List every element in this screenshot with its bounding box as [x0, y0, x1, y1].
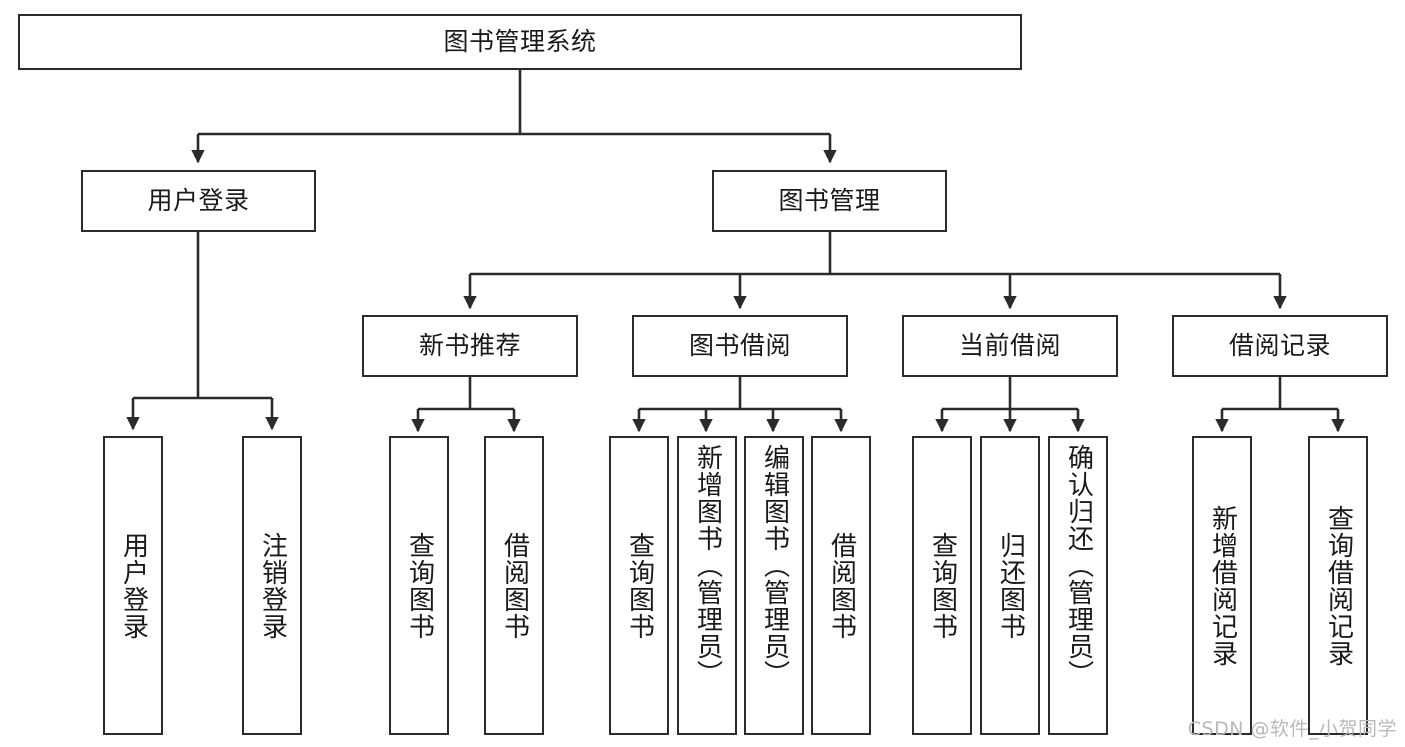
node-label: 确认归还（管理员）: [1063, 444, 1094, 687]
node-label: 当前借阅: [958, 331, 1061, 361]
node-label: 新增借阅记录: [1207, 504, 1238, 667]
leaf-query-book-borrow[interactable]: 查询图书: [609, 436, 669, 735]
node-label: 注销登录: [257, 531, 288, 640]
leaf-add-borrow-record[interactable]: 新增借阅记录: [1192, 436, 1252, 735]
leaf-user-login[interactable]: 用户登录: [103, 436, 163, 735]
node-label: 查询借阅记录: [1323, 504, 1354, 667]
node-label: 编辑图书（管理员）: [759, 444, 790, 687]
leaf-edit-book-admin[interactable]: 编辑图书（管理员）: [744, 436, 804, 735]
node-label: 新书推荐: [418, 331, 521, 361]
node-label: 借阅图书: [499, 531, 530, 640]
leaf-add-book-admin[interactable]: 新增图书（管理员）: [677, 436, 737, 735]
node-new-book-recommend[interactable]: 新书推荐: [362, 315, 578, 377]
node-label: 新增图书（管理员）: [692, 444, 723, 687]
node-label: 归还图书: [995, 531, 1026, 640]
leaf-return-book[interactable]: 归还图书: [980, 436, 1040, 735]
node-label: 借阅记录: [1228, 331, 1331, 361]
node-root-system[interactable]: 图书管理系统: [18, 14, 1022, 70]
node-book-management[interactable]: 图书管理: [712, 170, 947, 232]
node-label: 借阅图书: [826, 531, 857, 640]
node-label: 查询图书: [624, 531, 655, 640]
node-label: 用户登录: [118, 531, 149, 640]
leaf-confirm-return-admin[interactable]: 确认归还（管理员）: [1048, 436, 1108, 735]
node-user-login[interactable]: 用户登录: [81, 170, 316, 232]
leaf-query-book-recommend[interactable]: 查询图书: [389, 436, 449, 735]
leaf-query-book-current[interactable]: 查询图书: [912, 436, 972, 735]
node-borrow-record[interactable]: 借阅记录: [1172, 315, 1388, 377]
node-label: 查询图书: [927, 531, 958, 640]
leaf-borrow-book[interactable]: 借阅图书: [811, 436, 871, 735]
node-label: 用户登录: [147, 186, 250, 216]
leaf-borrow-book-recommend[interactable]: 借阅图书: [484, 436, 544, 735]
node-current-borrow[interactable]: 当前借阅: [902, 315, 1118, 377]
leaf-logout[interactable]: 注销登录: [242, 436, 302, 735]
leaf-query-borrow-record[interactable]: 查询借阅记录: [1308, 436, 1368, 735]
node-label: 图书管理系统: [443, 27, 597, 57]
node-label: 图书管理: [778, 186, 881, 216]
node-book-borrow[interactable]: 图书借阅: [632, 315, 848, 377]
node-label: 查询图书: [404, 531, 435, 640]
watermark-text: CSDN @软件_小贺同学: [1187, 718, 1397, 740]
node-label: 图书借阅: [688, 331, 791, 361]
